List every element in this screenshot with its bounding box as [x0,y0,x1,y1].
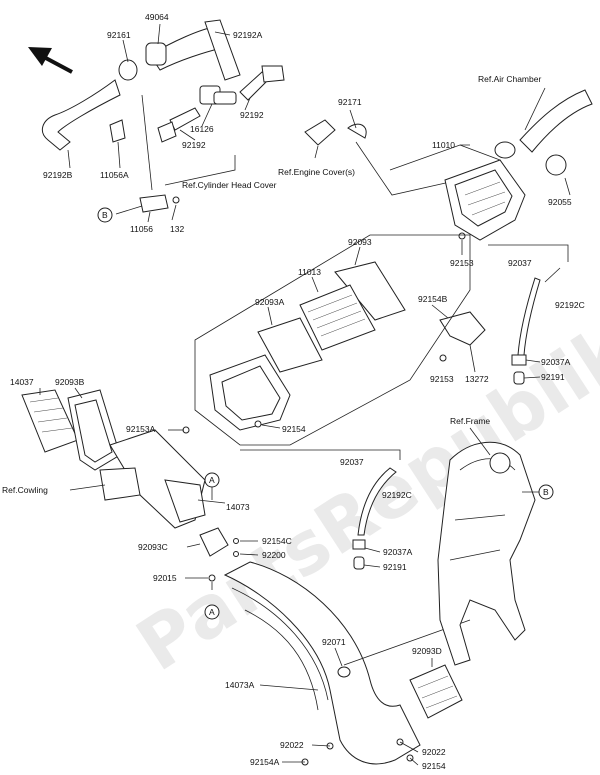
air-cleaner-housing [355,87,593,385]
label-92093d: 92093D [412,646,442,656]
label-92153-1: 92153 [450,258,474,268]
label-11010: 11010 [432,140,455,150]
label-92037-2: 92037 [340,457,364,467]
label-92192b: 92192B [43,170,73,180]
marker-b-top: B [102,210,108,220]
label-132: 132 [170,224,184,234]
label-13272: 13272 [465,374,489,384]
label-92037a-2: 92037A [383,547,413,557]
ref-cowling: Ref.Cowling [2,485,48,495]
marker-a-duct: A [209,475,215,485]
label-92055: 92055 [548,197,572,207]
label-14073a: 14073A [225,680,255,690]
label-92161: 92161 [107,30,131,40]
ref-cylinder-head-cover: Ref.Cylinder Head Cover [182,180,277,190]
label-11056a: 11056A [100,170,129,180]
label-92022-2: 92022 [422,747,446,757]
label-92093c: 92093C [138,542,168,552]
label-14073: 14073 [226,502,250,512]
circle-markers: B B A A [97,207,554,620]
hose-assembly [41,19,285,213]
ref-air-chamber: Ref.Air Chamber [478,74,541,84]
engine-cover-bracket [304,109,367,159]
frame-outline [437,427,540,666]
label-92071: 92071 [322,637,346,647]
label-92153-2: 92153 [430,374,454,384]
label-92200: 92200 [262,550,286,560]
label-92093a: 92093A [255,297,285,307]
marker-b-frame: B [543,487,549,497]
leader-lines-top [67,23,251,223]
label-92192-2: 92192 [182,140,206,150]
label-11056: 11056 [130,224,153,234]
label-92192a: 92192A [233,30,263,40]
label-11013: 11013 [298,267,321,277]
label-92191-2: 92191 [383,562,407,572]
label-92154-2: 92154 [422,761,446,771]
label-16126: 16126 [190,124,214,134]
breather-hose-middle [240,449,401,570]
label-92037a-1: 92037A [541,357,571,367]
label-92153a: 92153A [126,424,156,434]
label-92192c-1: 92192C [555,300,585,310]
filter-element-group [194,234,471,446]
label-92154a: 92154A [250,757,280,767]
label-92022-1: 92022 [280,740,304,750]
label-49064: 49064 [145,12,169,22]
label-92154: 92154 [282,424,306,434]
main-intake-duct [223,561,471,766]
front-direction-arrow-icon [28,47,73,74]
label-92037-1: 92037 [508,258,532,268]
label-92093: 92093 [348,237,372,247]
marker-a-lower: A [209,607,215,617]
label-14037: 14037 [10,377,34,387]
duct-assembly [21,387,259,590]
label-92192c-2: 92192C [382,490,412,500]
label-92093b: 92093B [55,377,85,387]
label-92154c: 92154C [262,536,292,546]
ref-frame: Ref.Frame [450,416,490,426]
ref-engine-cover: Ref.Engine Cover(s) [278,167,355,177]
label-92154b: 92154B [418,294,448,304]
label-92192-1: 92192 [240,110,264,120]
label-92015: 92015 [153,573,177,583]
label-92191-1: 92191 [541,372,565,382]
reference-labels: Ref.Air Chamber Ref.Engine Cover(s) Ref.… [2,74,541,495]
label-92171: 92171 [338,97,362,107]
part-labels: 49064 92161 92192A 92192B 11056A 16126 9… [10,12,585,771]
